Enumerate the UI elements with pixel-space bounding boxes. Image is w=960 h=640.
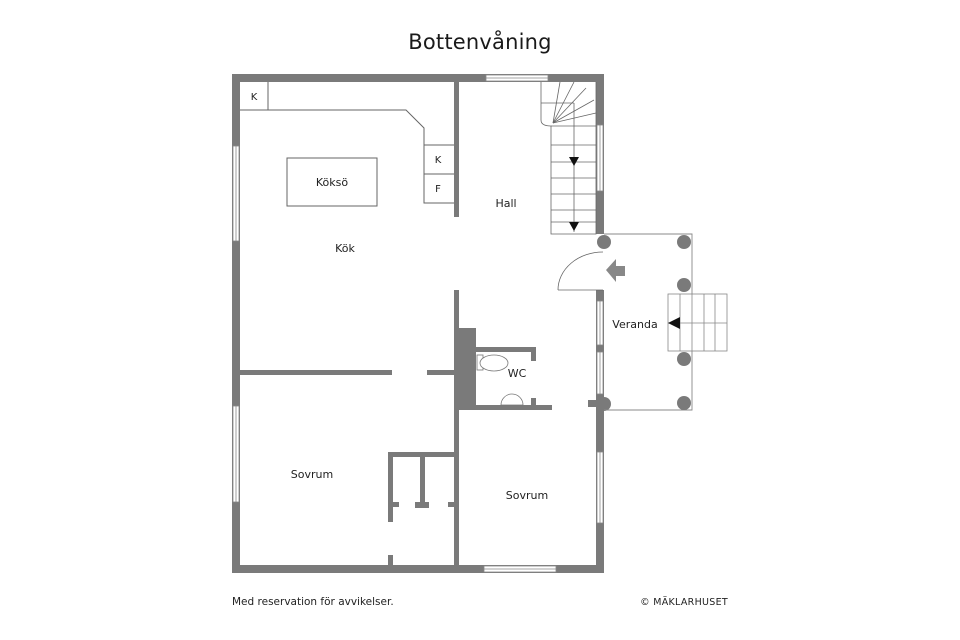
kitchen-counters — [240, 82, 454, 207]
room-label-hall: Hall — [495, 197, 516, 210]
stair-arrow-icon — [569, 222, 579, 231]
appliance-label-f: F — [435, 184, 441, 195]
copyright: © MÄKLARHUSET — [640, 597, 728, 608]
entrance-arrow-icon — [606, 259, 625, 282]
appliance-label-k: K — [435, 155, 442, 166]
room-label-kok: Kök — [335, 242, 355, 255]
room-label-wc: WC — [508, 367, 527, 380]
floor-title: Bottenvåning — [408, 30, 552, 54]
wc-fixtures — [476, 354, 524, 406]
room-label-koksö: Köksö — [316, 176, 348, 189]
walls — [232, 74, 611, 573]
room-label-sovrum-right: Sovrum — [506, 489, 548, 502]
entrance-door — [557, 251, 604, 291]
room-label-veranda: Veranda — [612, 318, 657, 331]
toilet-icon — [479, 354, 509, 372]
veranda-posts — [677, 235, 691, 410]
appliance-label-k: K — [251, 92, 258, 103]
kitchen-island — [286, 157, 378, 207]
step-arrow-icon — [668, 317, 680, 329]
room-label-sovrum-left: Sovrum — [291, 468, 333, 481]
stair-arrow-icon — [569, 157, 579, 166]
staircase — [540, 81, 597, 235]
disclaimer: Med reservation för avvikelser. — [232, 596, 394, 608]
sink-icon — [500, 393, 524, 406]
windows — [232, 74, 604, 573]
